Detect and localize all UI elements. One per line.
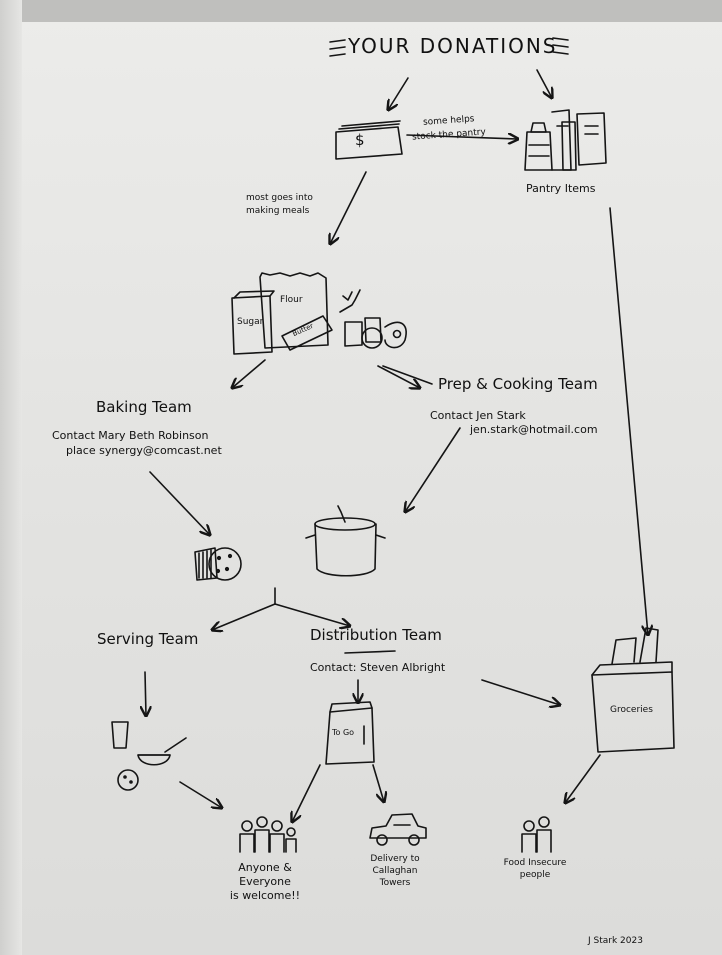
arrow-ingredients-to-baking bbox=[232, 360, 265, 388]
arrow-title-to-money bbox=[388, 78, 408, 110]
arrow-groceries-to-food bbox=[565, 755, 600, 803]
baking-team-email: place synergy@comcast.net bbox=[66, 444, 222, 457]
prep-team-email: jen.stark@hotmail.com bbox=[470, 423, 598, 436]
artist-signature: J Stark 2023 bbox=[588, 936, 643, 946]
title-flourish bbox=[330, 38, 568, 56]
sugar-label: Sugar bbox=[237, 317, 264, 327]
arrow-meal-to-anyone bbox=[180, 782, 222, 808]
stock-pot-icon bbox=[306, 506, 385, 576]
car-icon bbox=[370, 814, 426, 845]
to-go-label: To Go bbox=[332, 728, 355, 737]
crowd-icon bbox=[240, 817, 296, 852]
pantry-items-icon bbox=[525, 110, 606, 170]
arrow-prep-to-pot bbox=[405, 428, 460, 512]
flour-label: Flour bbox=[280, 295, 303, 305]
flow-arrows bbox=[145, 70, 648, 822]
most-goes-note-line1: most goes into bbox=[246, 193, 313, 203]
anyone-line2: Everyone bbox=[239, 875, 291, 888]
arrow-split-to-distribution bbox=[275, 604, 350, 626]
arrow-money-to-ingredients bbox=[330, 172, 366, 244]
page-title: YOUR DONATIONS bbox=[348, 34, 558, 58]
arrow-pantry-to-groceries bbox=[610, 208, 648, 635]
arrow-ingredients-to-prep-2 bbox=[383, 366, 432, 384]
money-stack-icon bbox=[336, 121, 402, 159]
ingredients-icon bbox=[232, 273, 406, 354]
groceries-label: Groceries bbox=[610, 705, 653, 715]
distribution-team-heading: Distribution Team bbox=[310, 626, 442, 644]
top-scan-band bbox=[0, 0, 722, 22]
arrow-split-to-serving bbox=[212, 604, 275, 630]
delivery-line3: Towers bbox=[379, 878, 411, 888]
heading-underlines bbox=[345, 651, 395, 653]
arrow-title-to-pantry bbox=[537, 70, 552, 98]
delivery-line2: Callaghan bbox=[372, 866, 418, 876]
prep-team-contact: Contact Jen Stark bbox=[430, 409, 526, 422]
arrow-bag-to-delivery bbox=[373, 765, 384, 802]
baking-team-contact: Contact Mary Beth Robinson bbox=[52, 429, 209, 442]
food-insecure-line1: Food Insecure bbox=[503, 858, 567, 868]
anyone-line1: Anyone & bbox=[238, 861, 292, 874]
anyone-line3: is welcome!! bbox=[229, 889, 301, 902]
grocery-bag-icon bbox=[592, 628, 674, 752]
delivery-line1: Delivery to bbox=[370, 854, 420, 864]
baking-team-heading: Baking Team bbox=[96, 398, 192, 416]
cookies-icon bbox=[195, 548, 241, 580]
arrow-baking-to-cookies bbox=[150, 472, 210, 535]
left-scan-shadow bbox=[0, 0, 22, 955]
arrow-distribution-to-groceries bbox=[482, 680, 560, 705]
distribution-team-contact: Contact: Steven Albright bbox=[310, 661, 446, 674]
people-icon bbox=[522, 817, 551, 852]
arrow-money-to-pantry bbox=[407, 135, 518, 139]
prep-team-heading: Prep & Cooking Team bbox=[438, 375, 598, 393]
meal-tray-icon bbox=[112, 722, 186, 790]
serving-team-heading: Serving Team bbox=[97, 630, 199, 648]
arrow-ingredients-to-prep-1 bbox=[378, 366, 420, 388]
to-go-bag-icon bbox=[326, 702, 374, 764]
food-insecure-line2: people bbox=[519, 870, 551, 880]
arrow-serving-to-meal bbox=[145, 672, 146, 716]
most-goes-note-line2: making meals bbox=[246, 206, 310, 216]
pantry-items-label: Pantry Items bbox=[526, 182, 596, 195]
arrow-bag-to-anyone bbox=[292, 765, 320, 822]
money-symbol: $ bbox=[355, 131, 365, 149]
